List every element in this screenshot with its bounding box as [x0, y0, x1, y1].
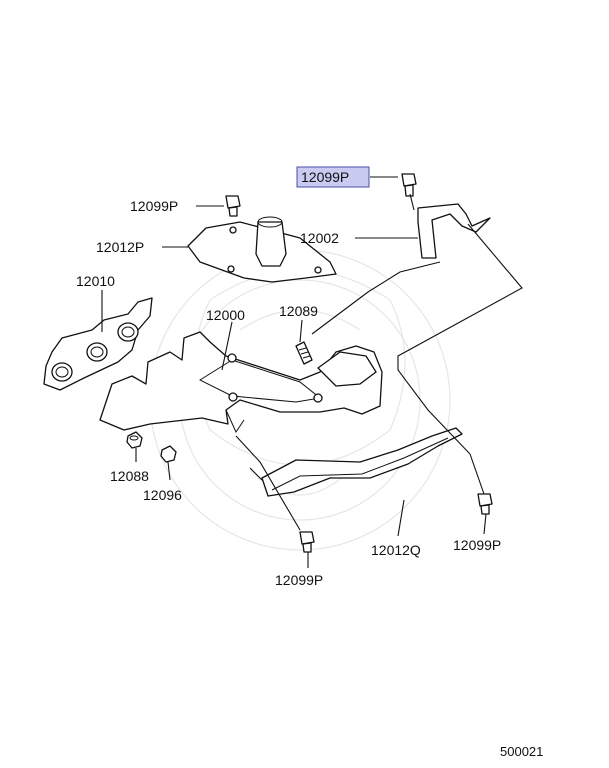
callout-12089[interactable]: 12089: [279, 303, 318, 319]
assembly-guide-lines: [235, 193, 523, 531]
nut-12088: [126, 431, 143, 449]
callout-12088[interactable]: 12088: [110, 468, 149, 484]
figure-code: 500021: [500, 744, 543, 759]
callout-12099p-top[interactable]: 12099P: [296, 166, 370, 188]
callout-12012q[interactable]: 12012Q: [371, 542, 421, 558]
bolt-12099p-top: [401, 173, 417, 197]
callout-12099p-left[interactable]: 12099P: [130, 198, 178, 214]
exhaust-manifold-gasket: [43, 297, 153, 391]
bolt-12099p-left: [225, 195, 241, 217]
callout-12000[interactable]: 12000: [206, 307, 245, 323]
manifold-upper-heat-shield: [187, 216, 337, 283]
callout-leaders: [101, 176, 487, 568]
manifold-lower-heat-shield: [261, 427, 463, 497]
bolt-12099p-right: [477, 493, 493, 515]
stud-bolt: [295, 341, 313, 365]
callout-12099p-bottom[interactable]: 12099P: [275, 572, 323, 588]
bolt-12099p-bottom: [299, 531, 315, 553]
callout-12010[interactable]: 12010: [76, 273, 115, 289]
callout-highlight: [296, 166, 370, 188]
callout-12012p[interactable]: 12012P: [96, 239, 144, 255]
exhaust-manifold: [99, 331, 383, 434]
nut-12096: [160, 445, 177, 463]
manifold-bracket: [417, 203, 491, 259]
callout-12096[interactable]: 12096: [143, 487, 182, 503]
callout-12002[interactable]: 12002: [300, 230, 339, 246]
callout-12099p-right[interactable]: 12099P: [453, 537, 501, 553]
callout-label: 12099P: [301, 169, 349, 185]
